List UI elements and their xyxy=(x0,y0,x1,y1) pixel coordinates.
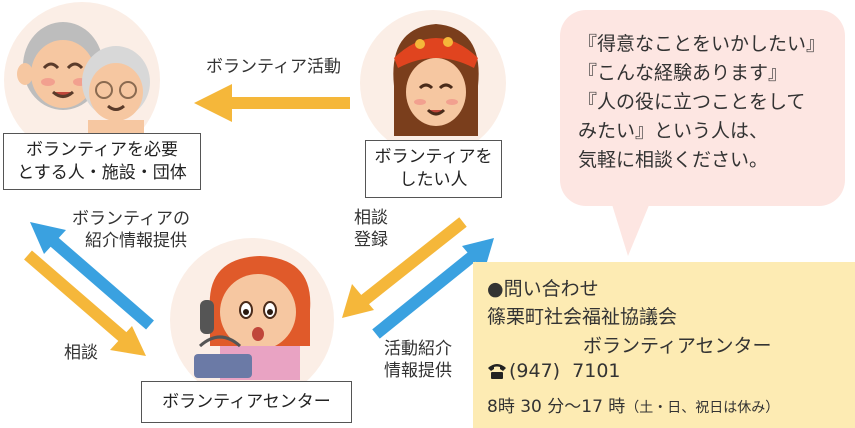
receptionist-icon xyxy=(194,256,311,380)
needs-box-line: とする人・施設・団体 xyxy=(17,162,187,183)
contact-phone-row: (947) 7101 xyxy=(487,360,621,382)
speech-bubble-tail xyxy=(610,198,652,256)
label-intro-info-line: 紹介情報提供 xyxy=(84,231,187,251)
label-consult-left: 相談 xyxy=(64,343,98,363)
needs-box: ボランティアを必要 とする人・施設・団体 xyxy=(3,133,201,190)
bubble-line: 『人の役に立つことをして xyxy=(578,91,806,113)
contact-org: 篠栗町社会福祉協議会 xyxy=(487,306,678,328)
bubble-line: 気軽に相談ください。 xyxy=(578,149,769,171)
contact-phone: (947) 7101 xyxy=(509,360,621,382)
arrow-activity xyxy=(194,84,350,122)
bubble-line: みたい』という人は、 xyxy=(578,120,769,142)
contact-heading: ●問い合わせ xyxy=(487,278,599,300)
label-consult-register: 相談 登録 xyxy=(354,207,388,251)
contact-hours-note: （土・日、祝日は休み） xyxy=(625,400,780,416)
label-consult-register-line: 相談 xyxy=(354,208,388,228)
label-intro-info: ボランティアの 紹介情報提供 xyxy=(72,208,190,252)
bubble-line: 『得意なことをいかしたい』 xyxy=(578,33,826,55)
needs-box-line: ボランティアを必要 xyxy=(26,139,178,160)
contact-dept: ボランティアセンター xyxy=(583,335,772,357)
elderly-couple-icon xyxy=(17,22,150,138)
center-box-label: ボランティアセンター xyxy=(162,391,331,412)
want-box-line: ボランティアを xyxy=(374,147,493,167)
label-activity: ボランティア活動 xyxy=(206,57,341,77)
label-activity-intro-line: 活動紹介 xyxy=(384,339,452,359)
label-activity-intro-line: 情報提供 xyxy=(384,361,452,381)
label-activity-intro: 活動紹介 情報提供 xyxy=(384,338,452,382)
bubble-line: 『こんな経験あります』 xyxy=(578,62,788,84)
arrow-consult-left xyxy=(24,250,146,356)
contact-hours: 8時 30 分～17 時 xyxy=(487,397,626,417)
want-box: ボランティアを したい人 xyxy=(365,140,502,198)
speech-bubble xyxy=(560,10,845,206)
want-box-line: したい人 xyxy=(399,170,468,190)
volunteer-girl-icon xyxy=(393,24,479,136)
arrow-consult-register xyxy=(342,217,467,318)
label-intro-info-line: ボランティアの xyxy=(72,209,190,229)
contact-hours-row: 8時 30 分～17 時（土・日、祝日は休み） xyxy=(487,392,779,417)
center-box: ボランティアセンター xyxy=(141,381,352,423)
phone-icon xyxy=(488,364,506,379)
label-consult-register-line: 登録 xyxy=(354,230,388,250)
bubble-text: 『得意なことをいかしたい』 『こんな経験あります』 『人の役に立つことをして み… xyxy=(578,30,825,175)
contact-panel: ●問い合わせ 篠栗町社会福祉協議会 ボランティアセンター (947) 7101 … xyxy=(473,262,855,428)
arrow-intro-info xyxy=(30,222,154,330)
